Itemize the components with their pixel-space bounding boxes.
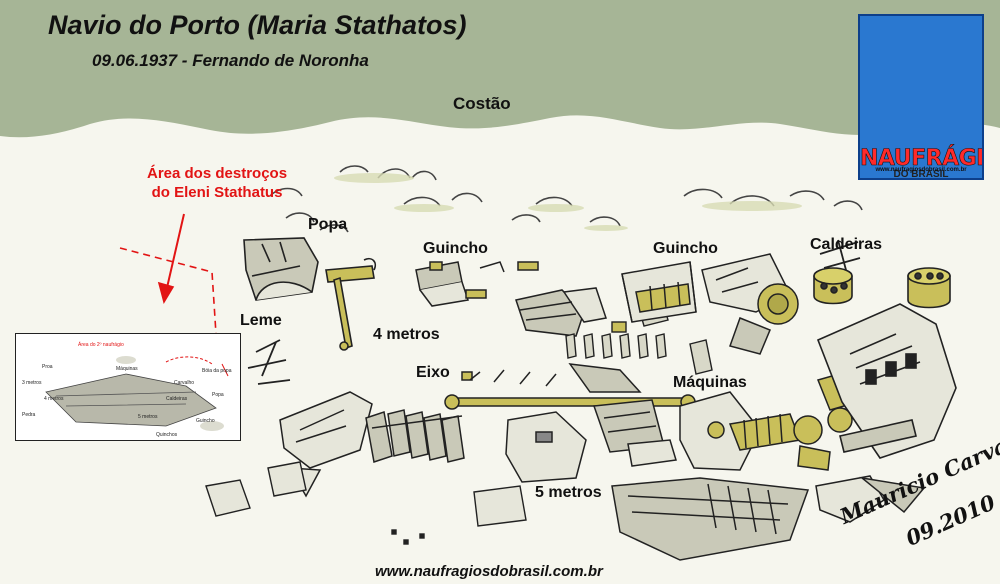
shore-band	[0, 0, 1000, 138]
inset-label-0: Área do 2º naufrágio	[78, 342, 124, 348]
logo-brand: NAUFRÁGIOS	[860, 146, 984, 172]
inset-map-drawing	[45, 356, 229, 431]
debris-sticks	[247, 239, 861, 385]
label-depth-4m: 4 metros	[373, 326, 440, 343]
inset-label-10: Quinchos	[156, 432, 178, 438]
inset-label-6: Popa	[212, 392, 224, 398]
boilers	[813, 267, 951, 309]
page-title: Navio do Porto (Maria Stathatos)	[48, 10, 467, 40]
inset-label-2: Proa	[42, 364, 53, 370]
label-maquinas: Máquinas	[673, 374, 747, 391]
shore-label: Costão	[453, 94, 511, 113]
stern-section	[243, 237, 319, 301]
inset-label-12: Guincho	[196, 418, 215, 424]
annotation-label: Área dos destroços do Eleni Stathatus	[147, 164, 287, 202]
inset-label-8: 4 metros	[44, 396, 64, 402]
inset-label-1: Máquinas	[116, 366, 138, 372]
inset-label-5: 3 metros	[22, 380, 42, 386]
inset-label-4: Carvalho	[174, 380, 195, 386]
label-eixo: Eixo	[416, 364, 450, 381]
label-guincho-right: Guincho	[653, 240, 718, 257]
winch-right	[621, 261, 697, 323]
logo-site: www.naufragiosdobrasil.com.br	[875, 167, 967, 173]
inset-label-11: Pedra	[22, 412, 36, 418]
inset-map: Área do 2º naufrágio Máquinas Proa Bóia …	[15, 333, 241, 441]
hull-section-bottom	[611, 475, 926, 561]
propeller-shaft	[444, 369, 696, 410]
loose-plates	[205, 461, 527, 545]
label-popa: Popa	[308, 216, 348, 233]
label-leme: Leme	[240, 312, 282, 329]
boiler-frames	[701, 253, 799, 355]
logo: NAUFRÁGIOS DO BRASIL	[858, 14, 984, 180]
label-depth-5m: 5 metros	[535, 484, 602, 501]
logo-brand-sub: DO BRASIL	[893, 169, 949, 180]
hull-side-right	[816, 303, 957, 459]
hull-ribs-row	[565, 305, 713, 375]
inset-label-9: 5 metros	[138, 414, 158, 420]
hull-section-left	[279, 391, 465, 498]
page-subtitle: 09.06.1937 - Fernando de Noronha	[92, 51, 369, 70]
inset-label-3: Bóia da popa	[202, 368, 232, 374]
footer-website: www.naufragiosdobrasil.com.br	[375, 563, 603, 580]
inset-label-7: Caldeiras	[166, 396, 188, 402]
winch-left	[415, 261, 539, 307]
annotation-line-2: do Eleni Stathatus	[151, 184, 283, 201]
label-guincho-left: Guincho	[423, 240, 488, 257]
annotation-line-1: Área dos destroços	[147, 165, 288, 182]
reef-rock-shadows	[334, 173, 802, 231]
hull-plates-center	[505, 399, 677, 483]
label-caldeiras: Caldeiras	[810, 236, 883, 253]
hull-plates-upper	[515, 287, 607, 337]
rudder-post	[325, 257, 377, 351]
